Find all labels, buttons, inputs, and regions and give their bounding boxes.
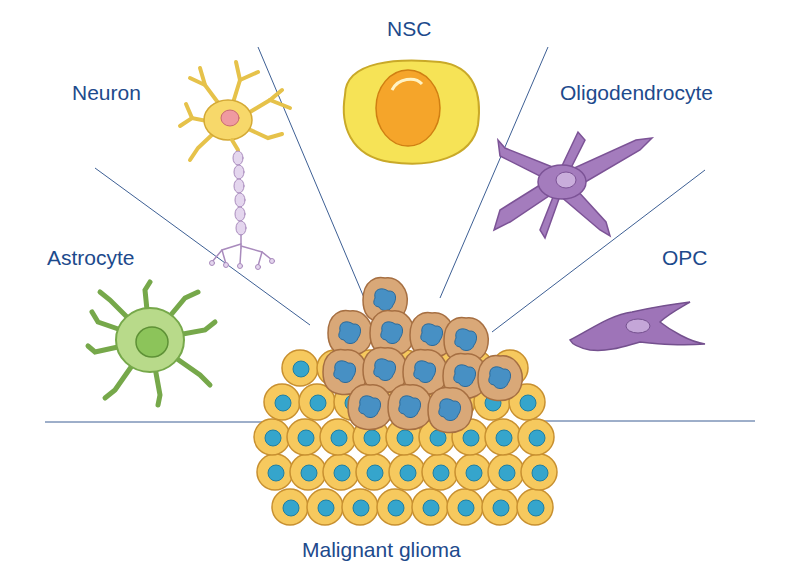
tumor-cell <box>422 454 458 490</box>
tumor-cell <box>482 489 518 525</box>
cell-label: Astrocyte <box>47 245 135 270</box>
tumor-cell <box>254 419 290 455</box>
tumor-cell <box>320 419 356 455</box>
oligodendrocyte-figure <box>494 132 652 238</box>
cell-label: Neuron <box>72 80 141 105</box>
astrocyte-figure <box>88 282 215 405</box>
tumor-cell <box>447 489 483 525</box>
tumor-cell <box>412 489 448 525</box>
tumor-cell <box>290 454 326 490</box>
neuron-figure <box>180 62 290 270</box>
tumor-cell <box>389 454 425 490</box>
tumor-cell <box>323 454 359 490</box>
tumor-cell <box>264 384 300 420</box>
tumor-cell <box>521 454 557 490</box>
tumor-cell <box>342 489 378 525</box>
cell-label: NSC <box>387 16 431 41</box>
cell-label: Malignant glioma <box>302 537 461 562</box>
malignant-cell <box>388 385 432 430</box>
cell-label: Oligodendrocyte <box>560 80 713 105</box>
tumor-cell <box>517 489 553 525</box>
sector-line <box>45 422 265 423</box>
tumor-cell <box>518 419 554 455</box>
malignant-cell <box>348 385 392 430</box>
tumor-cell <box>377 489 413 525</box>
glioma-figure <box>254 278 557 525</box>
tumor-cell <box>282 350 318 386</box>
nsc-figure <box>344 61 479 164</box>
tumor-cell <box>257 454 293 490</box>
tumor-cell <box>307 489 343 525</box>
tumor-cell <box>488 454 524 490</box>
opc-figure <box>570 302 705 350</box>
malignant-cell <box>428 388 472 433</box>
tumor-cell <box>455 454 491 490</box>
cell-label: OPC <box>662 245 708 270</box>
sector-lines <box>45 47 755 422</box>
sector-line <box>535 421 755 422</box>
tumor-cell <box>287 419 323 455</box>
malignant-cell <box>478 356 522 401</box>
tumor-cell <box>272 489 308 525</box>
tumor-cell <box>485 419 521 455</box>
malignant-cell <box>328 311 372 356</box>
tumor-cell <box>356 454 392 490</box>
